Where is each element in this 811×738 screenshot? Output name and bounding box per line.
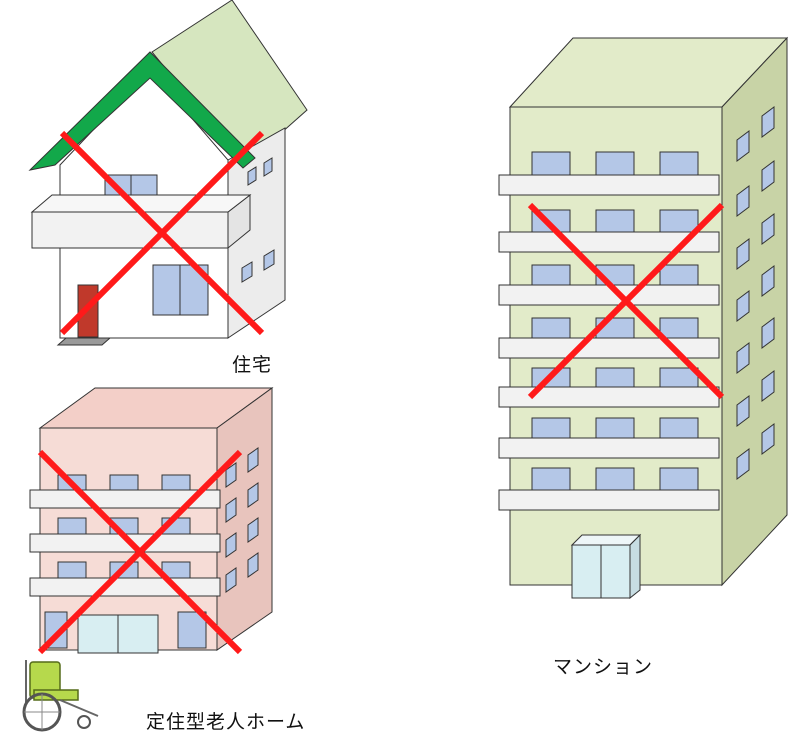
nursing-side-wall [216,387,273,651]
cross-mark-icon [527,202,725,400]
house-label: 住宅 [232,354,273,376]
house-balcony [31,211,229,249]
cross-mark-icon [37,449,243,655]
apartment-balcony [498,437,720,459]
house-doorstep [56,337,112,346]
apartment-label: マンション [553,656,654,678]
nursing-balcony [29,489,221,509]
wheelchair-icon [22,660,99,732]
house-side-window [241,261,253,283]
house-illustration [28,0,308,346]
nursing-home-illustration [29,387,274,655]
house-side-window [263,157,273,177]
apartment-balcony [498,231,720,253]
apartment-illustration [498,36,789,600]
cross-mark-icon [59,130,265,336]
nursing-home-label: 定住型老人ホーム [146,711,306,733]
apartment-balcony [498,489,720,511]
house-side-window [263,249,275,271]
house-side-window [247,166,257,186]
nursing-balcony [29,577,221,597]
house-front-roof [28,51,256,171]
apartment-balcony [498,174,720,196]
apartment-balcony [498,337,720,359]
apartment-side-wall [721,36,788,587]
